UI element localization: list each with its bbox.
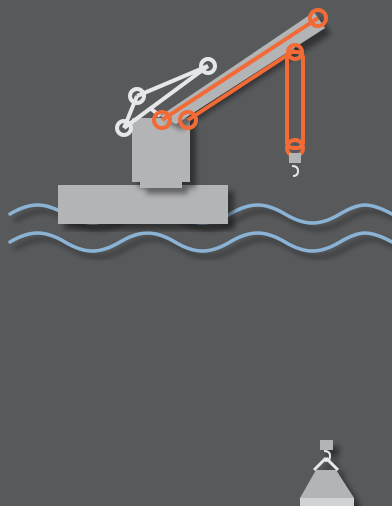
wave-lower (8, 231, 392, 253)
rear-boom-linkage (115, 57, 217, 137)
auxiliary-hook (285, 50, 305, 177)
barge-platform (58, 185, 228, 224)
rear-pivot-1 (115, 119, 133, 137)
auxiliary-hook-icon (291, 165, 300, 177)
suspended-weight (300, 440, 354, 506)
cable-pulley-2 (178, 110, 198, 130)
lift-hook-block (320, 440, 333, 450)
weight-body (300, 470, 354, 498)
cable-pulley-1 (152, 110, 172, 130)
weight-base (300, 498, 354, 506)
rear-pivot-2 (128, 87, 146, 105)
rear-pivot-3 (199, 57, 217, 75)
boom-cables (152, 8, 328, 130)
